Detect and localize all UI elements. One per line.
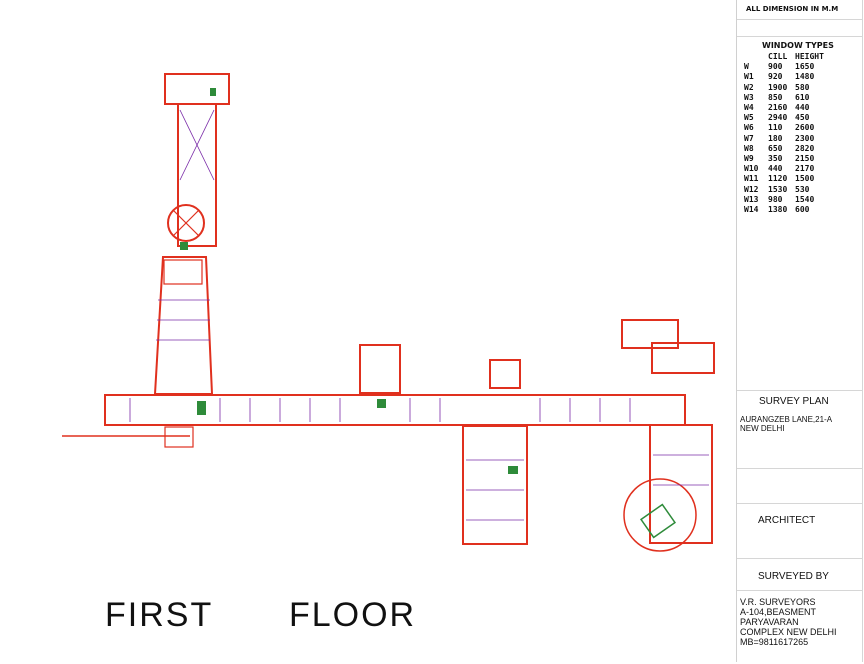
window-cill: 650 [768,143,783,153]
surveyed-by-label: SURVEYED BY [758,571,829,582]
window-type: W6 [744,123,754,133]
east-wing [649,424,713,544]
table-row: W6 110 2600 [744,123,829,133]
surveyor-line: MB=9811617265 [740,637,809,647]
window-height: 440 [795,103,810,113]
surveyor-line: PARYAVARAN [740,617,799,627]
window-cill: 2160 [768,103,788,113]
window-type: W8 [744,143,754,153]
window-height: 2150 [795,154,815,164]
table-row: W4 2160 440 [744,103,829,113]
site-address-line1: AURANGZEB LANE,21-A [740,415,833,424]
floor-plan-drawing [62,73,715,552]
architect-label: ARCHITECT [758,515,816,526]
window-height: 1480 [795,72,815,82]
north-wing-top-block [164,73,230,105]
table-row: W9 350 2150 [744,154,829,164]
table-row: W14 1380 600 [744,205,829,215]
header-cill: CILL [768,52,788,61]
table-row: W1 920 1480 [744,72,829,82]
survey-plan-label: SURVEY PLAN [759,396,829,407]
surveyor-line: A-104,BEASMENT [740,607,817,617]
table-row: W12 1530 530 [744,185,829,195]
window-cill: 900 [768,62,783,72]
table-row: W11 1120 1500 [744,174,829,184]
central-north-block [359,344,401,394]
window-cill: 110 [768,123,783,133]
window-cill: 850 [768,92,783,102]
window-cill: 920 [768,72,783,82]
table-row: W13 980 1540 [744,195,829,205]
window-cill: 1530 [768,184,788,194]
window-height: 600 [795,205,810,215]
window-type: W14 [744,205,759,215]
window-type: W11 [744,174,759,184]
north-wing-corridor [177,103,217,247]
window-cill: 1120 [768,174,788,184]
window-cill: 1900 [768,82,788,92]
header-height: HEIGHT [795,52,824,61]
window-type: W1 [744,72,754,82]
window-height: 1500 [795,174,815,184]
window-type: W10 [744,164,759,174]
window-height: 580 [795,82,810,92]
table-row: W2 1900 580 [744,83,829,93]
window-cill: 980 [768,194,783,204]
window-type: W2 [744,82,754,92]
window-types-title: WINDOW TYPES [762,41,834,50]
window-height: 450 [795,113,810,123]
window-height: 530 [795,184,810,194]
table-row: W10 440 2170 [744,164,829,174]
table-row: W 900 1650 [744,62,829,72]
window-cill: 440 [768,164,783,174]
window-type: W12 [744,184,759,194]
table-header-row: CILL HEIGHT [744,52,829,62]
surveyor-details: V.R. SURVEYORS A-104,BEASMENT PARYAVARAN… [740,597,837,647]
window-cill: 1380 [768,205,788,215]
east-wing-circular-room [623,478,697,552]
north-wing-circular-stair [167,204,205,242]
window-type: W9 [744,154,754,164]
main-corridor [104,394,686,426]
title-block [736,0,863,662]
window-type: W4 [744,103,754,113]
header-type [744,52,768,62]
window-cill: 2940 [768,113,788,123]
window-type: W5 [744,113,754,123]
surveyor-line: V.R. SURVEYORS [740,597,816,607]
window-cill: 180 [768,133,783,143]
south-wing-center [462,425,528,545]
table-row: W7 180 2300 [744,134,829,144]
window-height: 2300 [795,133,815,143]
window-type: W3 [744,92,754,102]
window-height: 610 [795,92,810,102]
table-row: W5 2940 450 [744,113,829,123]
window-height: 1540 [795,194,815,204]
dimension-note: ALL DIMENSION IN M.M [746,5,839,13]
window-type: W7 [744,133,754,143]
window-height: 2820 [795,143,815,153]
surveyor-line: COMPLEX NEW DELHI [740,627,837,637]
floor-title: FIRST FLOOR [105,596,417,634]
table-row: W8 650 2820 [744,144,829,154]
window-height: 2600 [795,123,815,133]
window-height: 1650 [795,62,815,72]
window-cill: 350 [768,154,783,164]
table-row: W3 850 610 [744,93,829,103]
window-height: 2170 [795,164,815,174]
site-address-line2: NEW DELHI [740,424,785,433]
window-type: W [744,62,749,72]
window-type: W13 [744,194,759,204]
